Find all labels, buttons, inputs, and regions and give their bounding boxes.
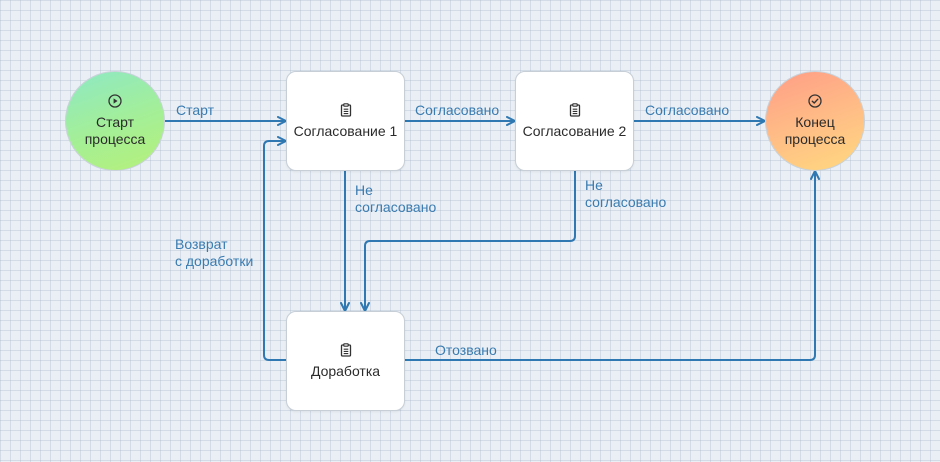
check-circle-icon	[808, 94, 822, 108]
edge-label-return: Возврат с доработки	[175, 236, 253, 270]
clipboard-icon	[340, 342, 351, 357]
end-node[interactable]: Конец процесса	[765, 71, 865, 171]
edge-label-approved-1: Согласовано	[415, 102, 500, 118]
edge-label-not-approved-1: Не согласовано	[355, 182, 436, 216]
approval-2-node[interactable]: Согласование 2	[515, 71, 634, 171]
play-circle-icon	[108, 94, 122, 108]
edge-approval2-to-rework[interactable]	[360, 171, 576, 312]
edge-label-not-approved-2-line2: согласовано	[585, 194, 667, 210]
edge-label-not-approved-1-line1: Не	[355, 182, 373, 198]
edge-rework-to-approval1[interactable]	[263, 136, 287, 361]
edge-label-return-line2: с доработки	[175, 253, 254, 269]
edge-rework-to-end[interactable]	[405, 170, 820, 361]
approval-1-node[interactable]: Согласование 1	[286, 71, 405, 171]
clipboard-icon	[340, 102, 351, 117]
start-node[interactable]: Старт процесса	[65, 71, 165, 171]
start-node-label: Старт процесса	[84, 114, 146, 147]
edge-label-not-approved-1-line2: согласовано	[355, 199, 437, 215]
edge-label-return-line1: Возврат	[175, 236, 228, 252]
approval-2-label: Согласование 2	[522, 122, 627, 139]
approval-1-label: Согласование 1	[293, 122, 398, 139]
edge-label-start: Старт	[176, 102, 215, 118]
end-node-label: Конец процесса	[784, 114, 846, 147]
edge-label-not-approved-2-line1: Не	[585, 177, 603, 193]
edge-label-withdrawn: Отозвано	[435, 342, 497, 358]
edge-label-approved-2: Согласовано	[645, 102, 730, 118]
rework-label: Доработка	[310, 362, 381, 379]
clipboard-icon	[569, 102, 580, 117]
rework-node[interactable]: Доработка	[286, 311, 405, 411]
edge-label-not-approved-2: Не согласовано	[585, 177, 666, 211]
